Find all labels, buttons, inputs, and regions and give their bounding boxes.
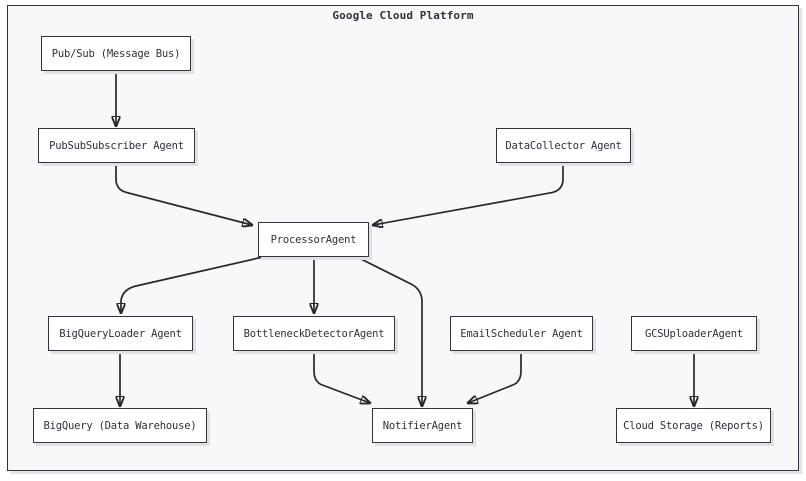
node-cloud-storage-reports: Cloud Storage (Reports) <box>616 408 771 443</box>
node-bigqueryloader-agent: BigQueryLoader Agent <box>48 316 193 351</box>
subgraph-title: Google Cloud Platform <box>332 9 474 22</box>
node-notifier-agent: NotifierAgent <box>372 408 473 443</box>
node-pubsubscriber-agent: PubSubSubscriber Agent <box>38 128 195 163</box>
node-processor-agent: ProcessorAgent <box>258 222 369 257</box>
node-bottleneckdetector-agent: BottleneckDetectorAgent <box>233 316 395 351</box>
node-datacollector-agent: DataCollector Agent <box>496 128 631 163</box>
gcp-subgraph-container <box>7 5 799 471</box>
node-gcsuploader-agent: GCSUploaderAgent <box>631 316 757 351</box>
node-bigquery-warehouse: BigQuery (Data Warehouse) <box>33 408 207 443</box>
node-emailscheduler-agent: EmailScheduler Agent <box>450 316 593 351</box>
node-pubsub: Pub/Sub (Message Bus) <box>41 36 191 71</box>
